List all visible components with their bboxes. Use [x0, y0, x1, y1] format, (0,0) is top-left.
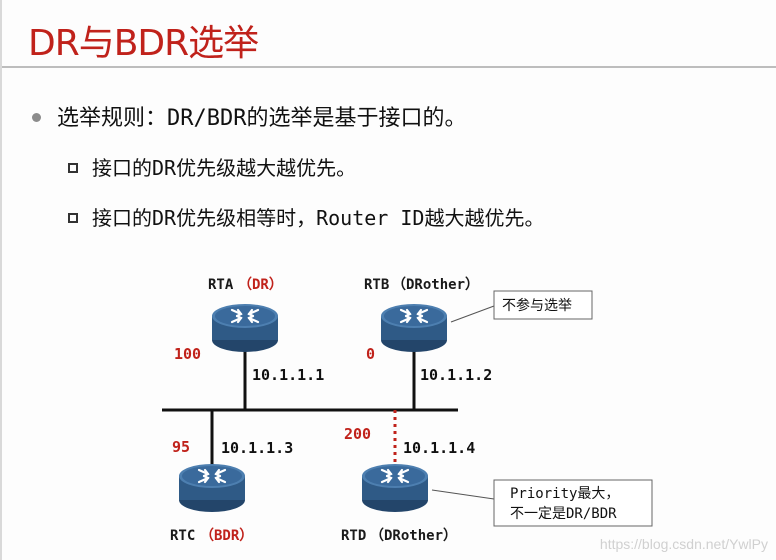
rtb-ip: 10.1.1.2: [420, 366, 492, 384]
rtc-ip: 10.1.1.3: [221, 439, 293, 457]
rtc-role: （BDR）: [200, 528, 253, 544]
router-icon: [379, 302, 449, 354]
rtb-name: RTB: [364, 277, 389, 293]
bullet-sub-1: 接口的DR优先级越大越优先。: [68, 152, 356, 181]
rtd-role: （DRother）: [370, 528, 457, 544]
rtd-callout-box: [493, 479, 653, 527]
bullet-sub-2-text: 接口的DR优先级相等时，Router ID越大越优先。: [92, 206, 545, 230]
rtc-priority: 95: [172, 438, 190, 456]
rtb-role: （DRother）: [392, 277, 479, 293]
bullet-main-text: 选举规则：DR/BDR的选举是基于接口的。: [57, 106, 467, 131]
bullet-square-icon: [68, 162, 78, 173]
bullet-square-icon: [68, 212, 78, 223]
router-icon: [177, 462, 247, 514]
rtd-callout-line2: 不一定是DR/BDR: [510, 506, 617, 522]
rtd-name: RTD: [341, 528, 366, 544]
page-title: DR与BDR选举: [28, 23, 259, 64]
rta-ip: 10.1.1.1: [252, 366, 324, 384]
title-divider: [2, 66, 776, 68]
watermark: https://blog.csdn.net/YwlPy: [599, 536, 768, 552]
rtb-callout-text: 不参与选举: [502, 297, 572, 314]
bullet-sub-2: 接口的DR优先级相等时，Router ID越大越优先。: [68, 202, 544, 231]
rta-name: RTA: [208, 277, 234, 293]
bullet-dot-icon: [32, 112, 41, 122]
rtc-name: RTC: [170, 528, 195, 544]
router-icon: [210, 302, 280, 354]
rtd-priority: 200: [344, 425, 371, 443]
rta-role: （DR）: [238, 277, 283, 293]
rta-priority: 100: [174, 345, 201, 363]
rtd-callout-pointer: [431, 489, 495, 500]
rtd-ip: 10.1.1.4: [403, 439, 475, 457]
rtb-callout-box: [493, 290, 593, 320]
rtd-callout-line1: Priority最大，: [510, 486, 619, 502]
bullet-sub-1-text: 接口的DR优先级越大越优先。: [92, 156, 357, 180]
bullet-main: 选举规则：DR/BDR的选举是基于接口的。: [32, 100, 466, 132]
rtb-priority: 0: [366, 345, 375, 363]
rtb-callout-pointer: [450, 305, 495, 323]
router-icon: [360, 462, 430, 514]
